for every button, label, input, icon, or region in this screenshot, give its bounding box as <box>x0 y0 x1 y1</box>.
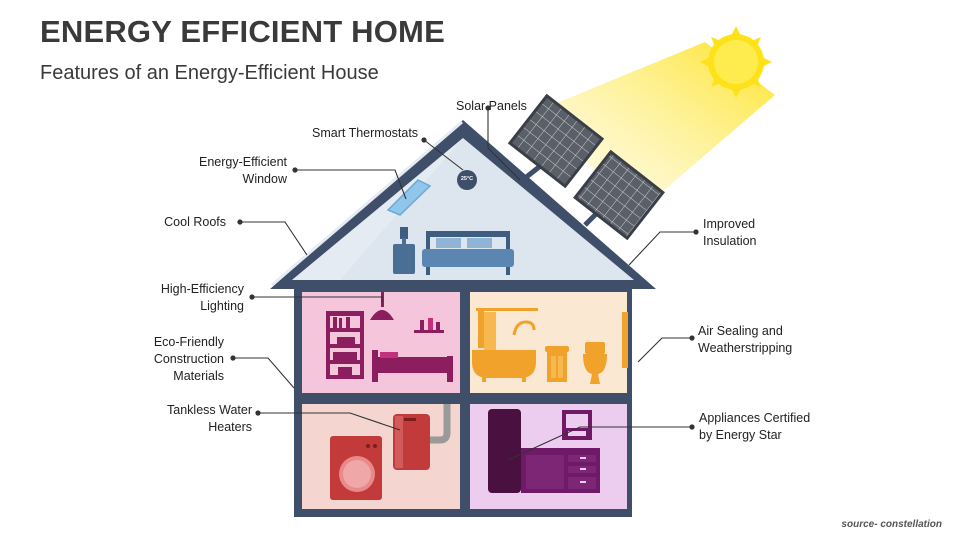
page-subtitle: Features of an Energy-Efficient House <box>40 62 379 84</box>
source-note: source- constellation <box>841 519 942 530</box>
callout-lines <box>233 108 696 461</box>
sun-icon <box>700 26 772 98</box>
leader-lighting <box>252 296 383 302</box>
page-title: ENERGY EFFICIENT HOME <box>40 14 445 49</box>
solar-panel-icon <box>507 93 605 189</box>
bathtub-icon <box>472 308 538 382</box>
label-improved-insulation: Improved Insulation <box>703 217 757 248</box>
leader-materials <box>233 357 295 389</box>
leader-solar <box>487 108 521 181</box>
label-energy-efficient-window: Energy-Efficient Window <box>198 155 287 186</box>
thermostat-icon <box>457 170 477 190</box>
label-cool-roofs: Cool Roofs <box>164 215 226 229</box>
label-solar-panels: Solar Panels <box>456 99 527 113</box>
label-air-sealing: Air Sealing and Weatherstripping <box>698 324 793 355</box>
room-bedroom <box>302 292 460 393</box>
water-heater-icon <box>393 404 451 470</box>
bedroom-bed-icon <box>372 350 453 382</box>
label-tankless-water-heaters: Tankless Water Heaters <box>167 403 252 434</box>
kitchen-cabinet-icon <box>521 448 600 493</box>
refrigerator-icon <box>488 409 521 493</box>
thermostat-reading: 25°C <box>460 176 474 182</box>
washing-machine-icon <box>330 436 382 500</box>
attic <box>292 138 634 280</box>
wall-shelf-icon <box>414 318 444 333</box>
leader-sealing <box>637 337 692 363</box>
leader-heaters <box>258 412 401 431</box>
label-high-efficiency-lighting: High-Efficiency Lighting <box>160 282 244 313</box>
label-eco-friendly-materials: Eco-Friendly Construction Materials <box>153 335 224 383</box>
leader-cool-roofs <box>240 221 308 256</box>
callout-dots <box>230 105 699 430</box>
attic-bed-icon <box>393 227 514 275</box>
solar-panel-icon <box>573 149 665 241</box>
leader-window <box>295 169 407 200</box>
bookshelf-icon <box>326 311 364 379</box>
microwave-icon <box>562 410 592 440</box>
window-frame <box>622 312 628 368</box>
leader-thermostat <box>423 139 464 171</box>
attic-window <box>386 179 432 216</box>
leader-insulation <box>628 231 696 266</box>
label-smart-thermostats: Smart Thermostats <box>312 126 419 140</box>
leader-appliances <box>507 426 692 461</box>
toilet-icon <box>583 342 607 384</box>
sink-icon <box>545 346 569 382</box>
cool-roof-trim <box>271 120 463 287</box>
label-energy-star-appliances: Appliances Certified by Energy Star <box>699 411 811 442</box>
